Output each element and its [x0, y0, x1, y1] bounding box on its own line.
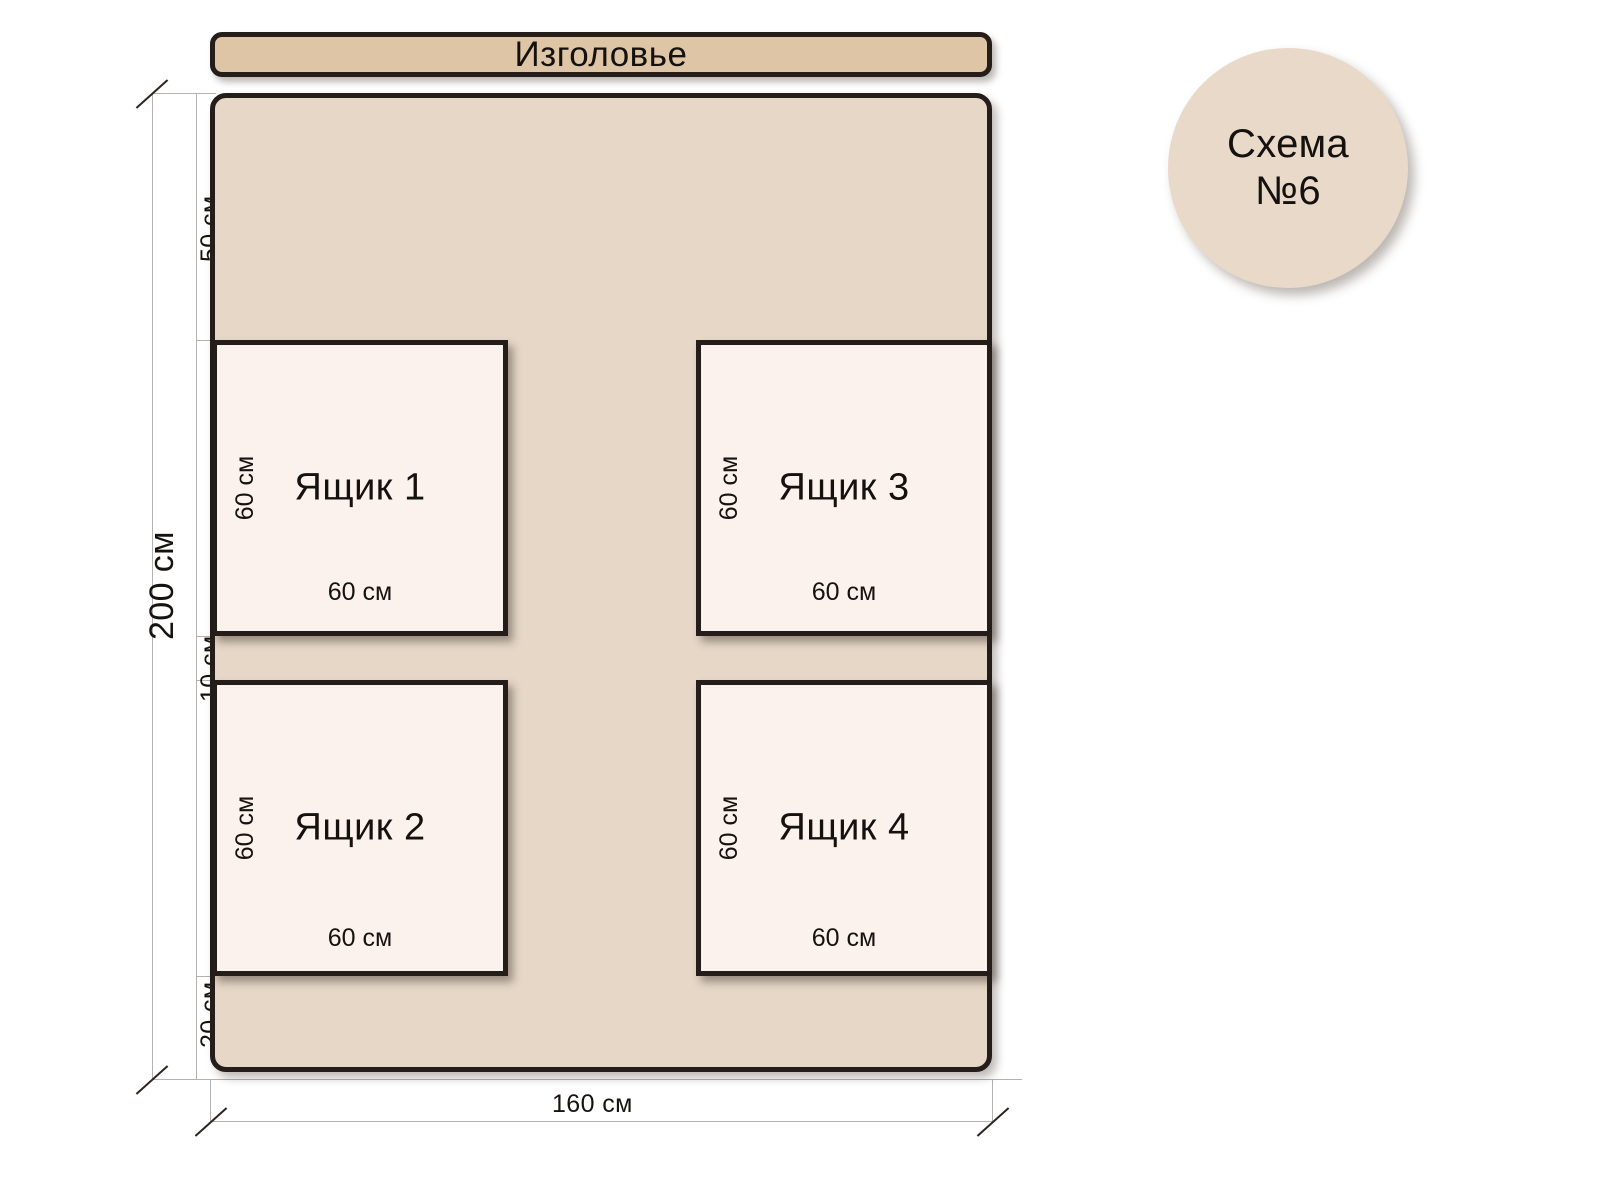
witness-line-seg-50 — [196, 340, 218, 341]
witness-line-seg-10-top — [196, 636, 218, 637]
scheme-badge-line-1: Схема — [1227, 121, 1349, 166]
dim-line-segments-vertical — [196, 93, 197, 1079]
dim-label-bed-width: 160 см — [552, 1090, 633, 1118]
drawer-2[interactable]: 60 см Ящик 2 60 см — [212, 680, 508, 976]
dim-label-bed-height: 200 см — [143, 531, 181, 640]
witness-line-seg-20 — [196, 976, 218, 977]
witness-line-bottom — [152, 1079, 1022, 1080]
drawer-2-width-label: 60 см — [327, 924, 393, 952]
witness-line-seg-10-bottom — [196, 680, 218, 681]
scheme-badge-line-2: №6 — [1255, 169, 1321, 213]
drawer-4[interactable]: 60 см Ящик 4 60 см — [696, 680, 992, 976]
dim-line-160-left-extension — [210, 1079, 211, 1123]
drawer-3-title: Ящик 3 — [778, 466, 910, 509]
headboard-label: Изголовье — [514, 34, 688, 74]
dim-line-200-vertical — [152, 93, 153, 1079]
tick-mark-bottom-end — [976, 1107, 1010, 1137]
drawer-2-title: Ящик 2 — [294, 806, 426, 849]
drawer-1-title: Ящик 1 — [294, 466, 426, 509]
drawer-4-width-label: 60 см — [811, 924, 877, 952]
drawer-1[interactable]: 60 см Ящик 1 60 см — [212, 340, 508, 636]
headboard: Изголовье — [210, 32, 992, 77]
drawer-1-width-label: 60 см — [327, 578, 393, 606]
dim-line-160-right-extension — [992, 1079, 993, 1123]
scheme-badge: Схема №6 — [1168, 48, 1408, 288]
tick-mark-bottom-start — [194, 1107, 228, 1137]
witness-line-top — [152, 93, 216, 94]
drawer-3[interactable]: 60 см Ящик 3 60 см — [696, 340, 992, 636]
drawer-4-title: Ящик 4 — [778, 806, 910, 849]
dim-line-160-horizontal — [210, 1121, 992, 1122]
drawer-3-width-label: 60 см — [811, 578, 877, 606]
